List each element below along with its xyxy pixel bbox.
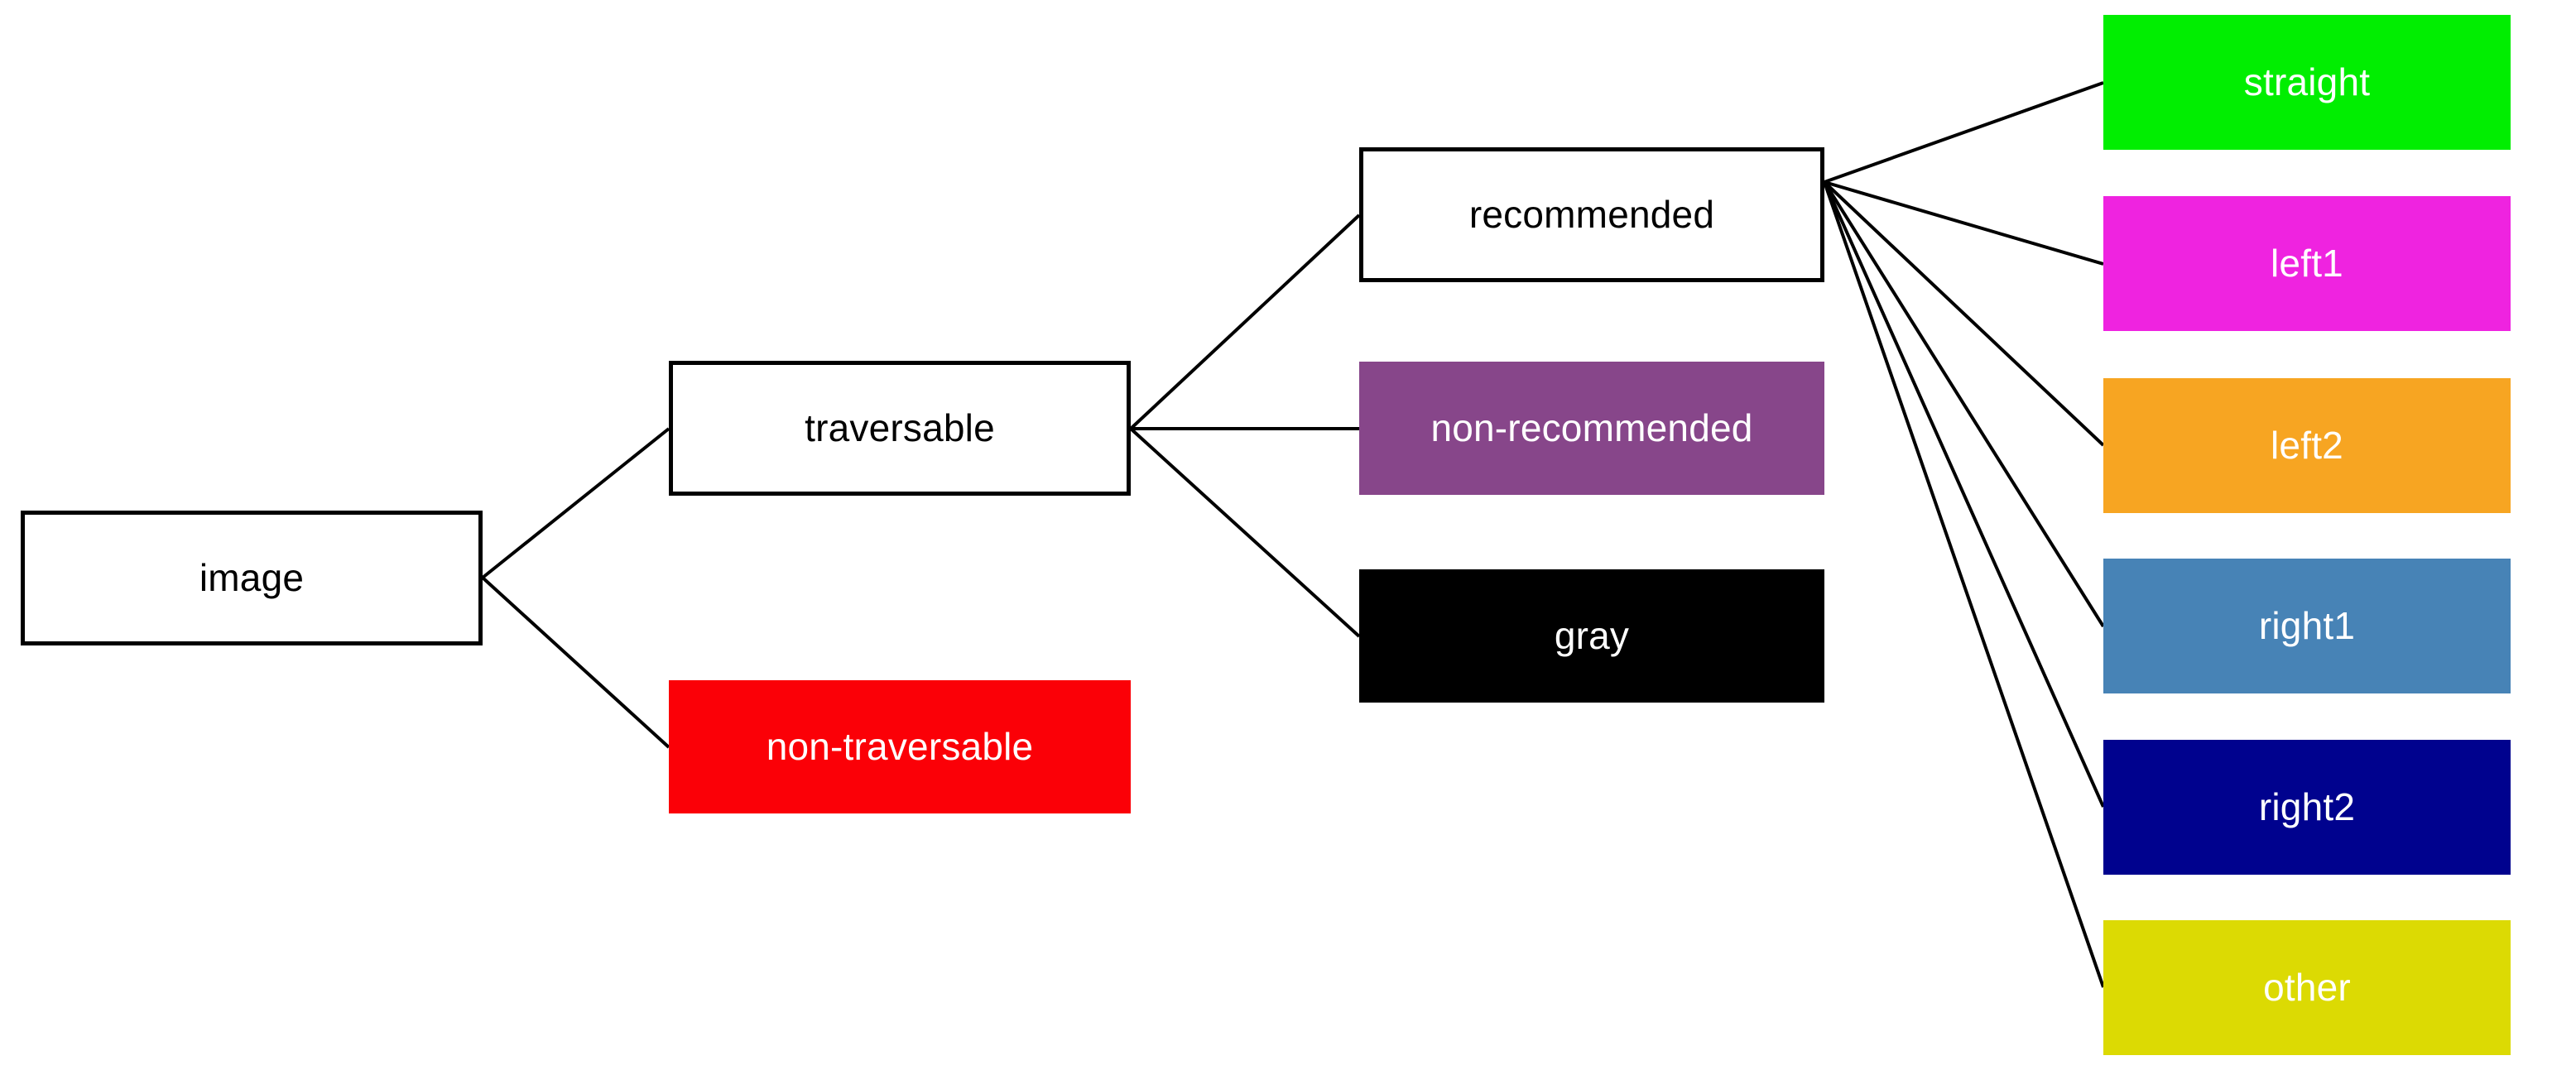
node-label-other: other	[2263, 966, 2351, 1010]
edge-recommended-to-left1	[1824, 180, 2104, 266]
edge-recommended-to-left2	[1823, 180, 2105, 447]
node-image[interactable]: image	[21, 511, 483, 645]
node-label-non-traversable: non-traversable	[766, 725, 1034, 769]
node-label-left1: left1	[2271, 242, 2343, 285]
node-left2[interactable]: left2	[2103, 378, 2511, 513]
node-label-image: image	[199, 556, 305, 600]
node-non-recommended[interactable]: non-recommended	[1359, 362, 1824, 495]
node-label-recommended: recommended	[1468, 193, 1715, 237]
node-label-traversable: traversable	[805, 406, 995, 450]
edge-image-to-traversable	[481, 427, 670, 579]
edge-recommended-to-right1	[1823, 180, 2105, 628]
node-label-right2: right2	[2258, 785, 2356, 829]
node-right1[interactable]: right1	[2103, 559, 2511, 693]
node-recommended[interactable]: recommended	[1359, 147, 1824, 282]
node-label-non-recommended: non-recommended	[1430, 406, 1753, 450]
node-non-traversable[interactable]: non-traversable	[669, 680, 1131, 813]
node-other[interactable]: other	[2103, 920, 2511, 1055]
node-label-left2: left2	[2271, 424, 2343, 468]
node-left1[interactable]: left1	[2103, 196, 2511, 331]
edge-traversable-to-gray	[1129, 427, 1361, 638]
edge-recommended-to-other	[1823, 181, 2105, 988]
node-right2[interactable]: right2	[2103, 740, 2511, 875]
node-traversable[interactable]: traversable	[669, 361, 1131, 496]
node-label-right1: right1	[2258, 604, 2356, 648]
node-label-gray: gray	[1554, 614, 1630, 658]
node-gray[interactable]: gray	[1359, 569, 1824, 703]
edge-recommended-to-right2	[1823, 181, 2105, 808]
edge-image-to-non-traversable	[481, 576, 670, 749]
edge-recommended-to-straight	[1824, 81, 2104, 184]
node-straight[interactable]: straight	[2103, 15, 2511, 150]
node-label-straight: straight	[2243, 60, 2371, 104]
edge-traversable-to-recommended	[1129, 214, 1361, 430]
